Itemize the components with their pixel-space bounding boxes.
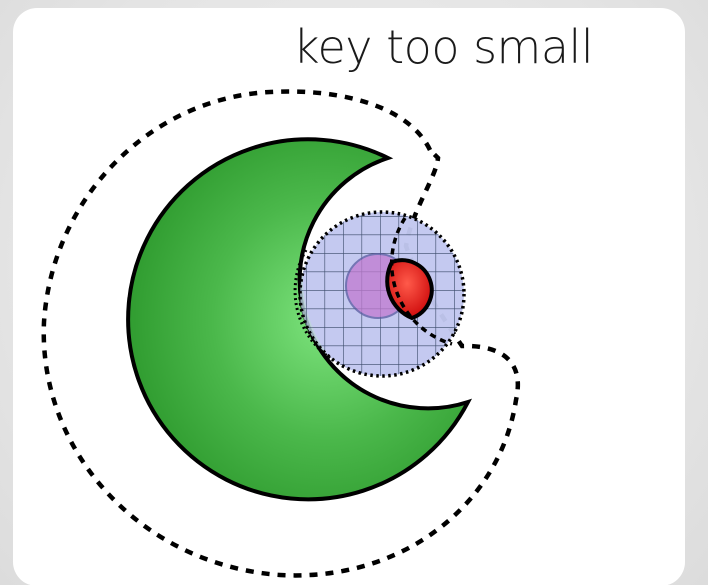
caption: key too small (293, 20, 594, 74)
key (385, 258, 434, 321)
key-area-outline (293, 249, 331, 360)
pocket-edge-dashed (389, 217, 453, 346)
dotted-binding-circle (298, 210, 466, 378)
